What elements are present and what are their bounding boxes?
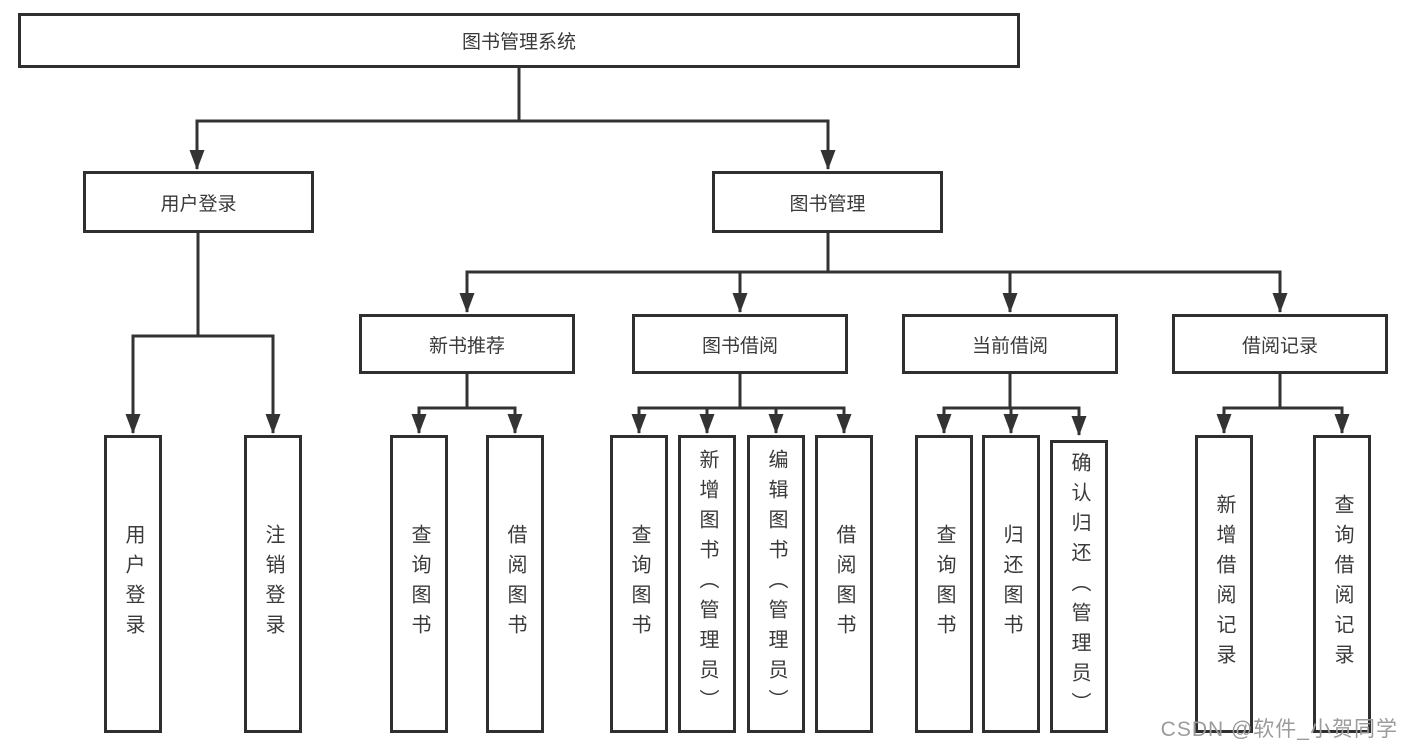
leaf-recommend-query-books: 查询图书	[390, 435, 448, 733]
node-label: 确认归还（管理员）	[1068, 451, 1090, 722]
node-label: 查询图书	[408, 524, 430, 644]
node-label: 归还图书	[1000, 524, 1022, 644]
node-book-borrowing: 图书借阅	[632, 314, 848, 374]
leaf-borrowing-borrow-books: 借阅图书	[815, 435, 873, 733]
node-borrowing-records: 借阅记录	[1172, 314, 1388, 374]
node-book-management: 图书管理	[712, 171, 943, 233]
node-label: 借阅记录	[1241, 335, 1318, 357]
node-label: 新书推荐	[428, 335, 505, 357]
leaf-borrowing-edit-books-admin: 编辑图书（管理员）	[747, 435, 805, 733]
leaf-borrowing-query-books: 查询图书	[610, 435, 668, 733]
node-label: 注销登录	[262, 524, 284, 644]
node-label: 查询借阅记录	[1331, 494, 1353, 674]
node-label: 编辑图书（管理员）	[765, 449, 787, 719]
node-label: 新增图书（管理员）	[696, 449, 718, 719]
node-label: 用户登录	[122, 524, 144, 644]
leaf-records-query-record: 查询借阅记录	[1313, 435, 1371, 733]
node-label: 新增借阅记录	[1213, 494, 1235, 674]
node-current-borrowing: 当前借阅	[902, 314, 1118, 374]
node-library-management-system: 图书管理系统	[18, 13, 1020, 68]
node-label: 当前借阅	[971, 335, 1048, 357]
node-new-book-recommend: 新书推荐	[359, 314, 575, 374]
node-label: 用户登录	[160, 193, 237, 215]
node-label: 图书管理系统	[461, 32, 576, 53]
node-label: 图书借阅	[701, 335, 778, 357]
leaf-current-return-books: 归还图书	[982, 435, 1040, 733]
node-user-login: 用户登录	[83, 171, 314, 233]
node-label: 借阅图书	[504, 524, 526, 644]
leaf-logout: 注销登录	[244, 435, 302, 733]
node-label: 图书管理	[789, 193, 866, 215]
node-label: 查询图书	[933, 524, 955, 644]
leaf-current-query-books: 查询图书	[915, 435, 973, 733]
leaf-current-confirm-return-admin: 确认归还（管理员）	[1050, 440, 1108, 733]
leaf-records-add-record: 新增借阅记录	[1195, 435, 1253, 733]
leaf-recommend-borrow-books: 借阅图书	[486, 435, 544, 733]
csdn-watermark: CSDN @软件_小贺同学	[1160, 718, 1398, 741]
leaf-borrowing-add-books-admin: 新增图书（管理员）	[678, 435, 736, 733]
node-label: 查询图书	[628, 524, 650, 644]
leaf-user-login: 用户登录	[104, 435, 162, 733]
node-label: 借阅图书	[833, 524, 855, 644]
